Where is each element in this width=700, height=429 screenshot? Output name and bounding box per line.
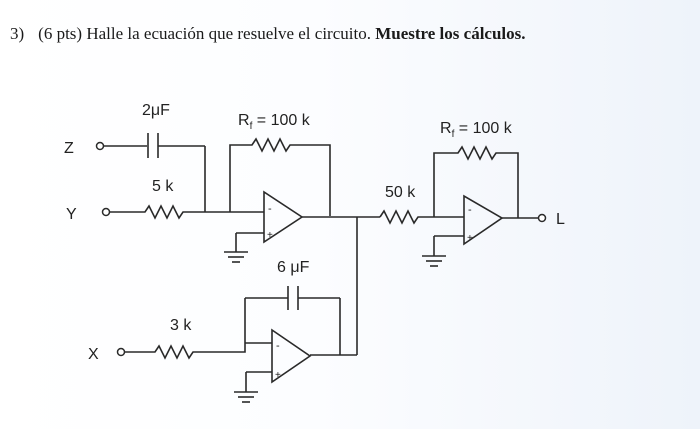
input-y-terminal [101,207,111,217]
op-amp-1-minus: - [268,203,272,215]
op-amp-2-plus: + [467,233,473,244]
capacitor-2uf [104,133,205,158]
op-amp-1 [230,190,330,252]
ground-2-icon [422,255,446,267]
op-amp-3 [245,328,357,392]
capacitor-6uf-label: 6 μF [277,259,310,276]
capacitor-6uf [244,286,341,355]
op-amp-2-minus: - [468,204,472,216]
resistor-50k [379,209,434,225]
input-x-label: X [88,346,99,363]
op-amp-2 [433,194,538,256]
resistor-rf1 [229,137,331,216]
ground-3-icon [234,391,258,403]
rf1-label: Rf = 100 k [238,112,311,132]
input-y-label: Y [66,206,77,223]
resistor-3k-label: 3 k [170,317,192,334]
question-bold-instruction: Muestre los cálculos. [375,24,526,43]
rf2-label: Rf = 100 k [440,120,513,140]
question-prompt: (6 pts) Halle la ecuación que resuelve e… [38,24,371,43]
question-text: 3) (6 pts) Halle la ecuación que resuelve… [10,24,526,44]
op-amp-3-plus: + [275,370,281,381]
resistor-3k [125,343,246,360]
input-x-terminal [116,347,126,357]
ground-1-icon [224,251,248,263]
output-l-terminal [537,213,547,223]
op-amp-3-minus: - [276,340,280,352]
resistor-5k-label: 5 k [152,178,174,195]
resistor-5k [110,204,230,220]
output-l-label: L [556,211,565,228]
capacitor-2uf-label: 2μF [142,102,170,119]
op-amp-1-plus: + [267,230,273,241]
resistor-rf2 [433,145,519,218]
input-z-label: Z [64,140,74,157]
question-number: 3) [10,24,25,43]
resistor-50k-label: 50 k [385,184,416,201]
input-z-terminal [95,141,105,151]
